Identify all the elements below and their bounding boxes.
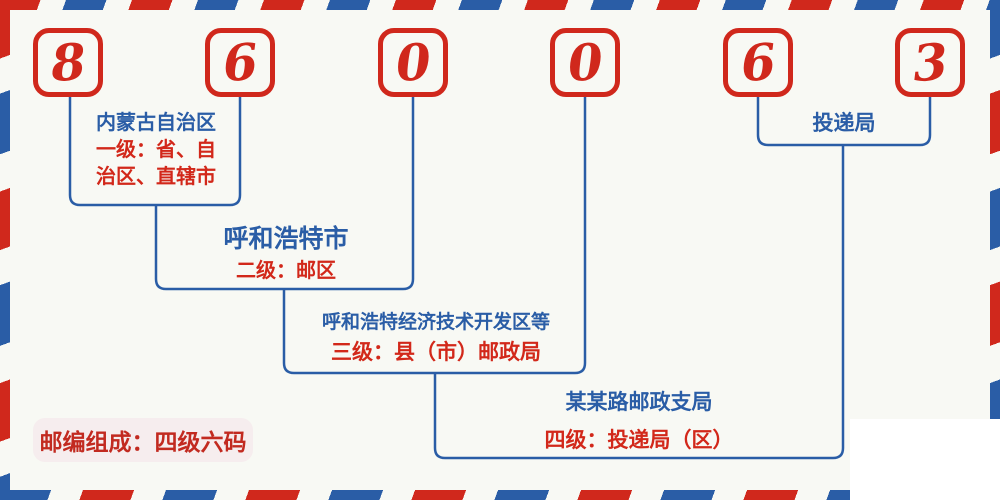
digit-5: 6 <box>738 31 778 93</box>
white-patch <box>850 419 1000 500</box>
airmail-border-bottom <box>0 490 1000 500</box>
digit-box-1: 8 <box>33 28 103 97</box>
airmail-border-left <box>0 0 10 500</box>
digit-box-5: 6 <box>723 28 793 97</box>
level-1-label: 内蒙古自治区 一级：省、自治区、直辖市 <box>72 110 240 191</box>
level-4-description: 四级：投递局（区） <box>544 429 734 453</box>
digit-1: 8 <box>48 31 88 93</box>
digit-box-3: 0 <box>378 28 448 97</box>
level-1-region: 内蒙古自治区 <box>96 112 216 134</box>
digit-box-2: 6 <box>205 28 275 97</box>
level-3-region: 呼和浩特经济技术开发区等 <box>321 312 550 333</box>
level-2-label: 呼和浩特市 二级：邮区 <box>160 224 412 284</box>
digit-3: 0 <box>393 31 433 93</box>
level-3-label: 呼和浩特经济技术开发区等 三级：县（市）邮政局 <box>286 312 586 366</box>
level-3-description: 三级：县（市）邮政局 <box>331 340 541 364</box>
digit-box-4: 0 <box>550 28 620 97</box>
level-5-region: 投递局 <box>812 112 876 135</box>
digit-box-6: 3 <box>895 28 965 97</box>
level-1-description: 一级：省、自治区、直辖市 <box>96 139 216 188</box>
digit-2: 6 <box>220 31 260 93</box>
level-4-label: 某某路邮政支局 四级：投递局（区） <box>439 390 839 454</box>
composition-badge: 邮编组成：四级六码 <box>33 418 253 462</box>
airmail-border-top <box>0 0 1000 10</box>
airmail-border-right <box>990 0 1000 500</box>
level-2-description: 二级：邮区 <box>236 260 336 282</box>
level-2-region: 呼和浩特市 <box>223 225 349 253</box>
level-4-region: 某某路邮政支局 <box>565 391 713 414</box>
digit-6: 3 <box>910 31 950 93</box>
level-5-label: 投递局 <box>768 107 920 137</box>
digit-4: 0 <box>565 31 605 93</box>
